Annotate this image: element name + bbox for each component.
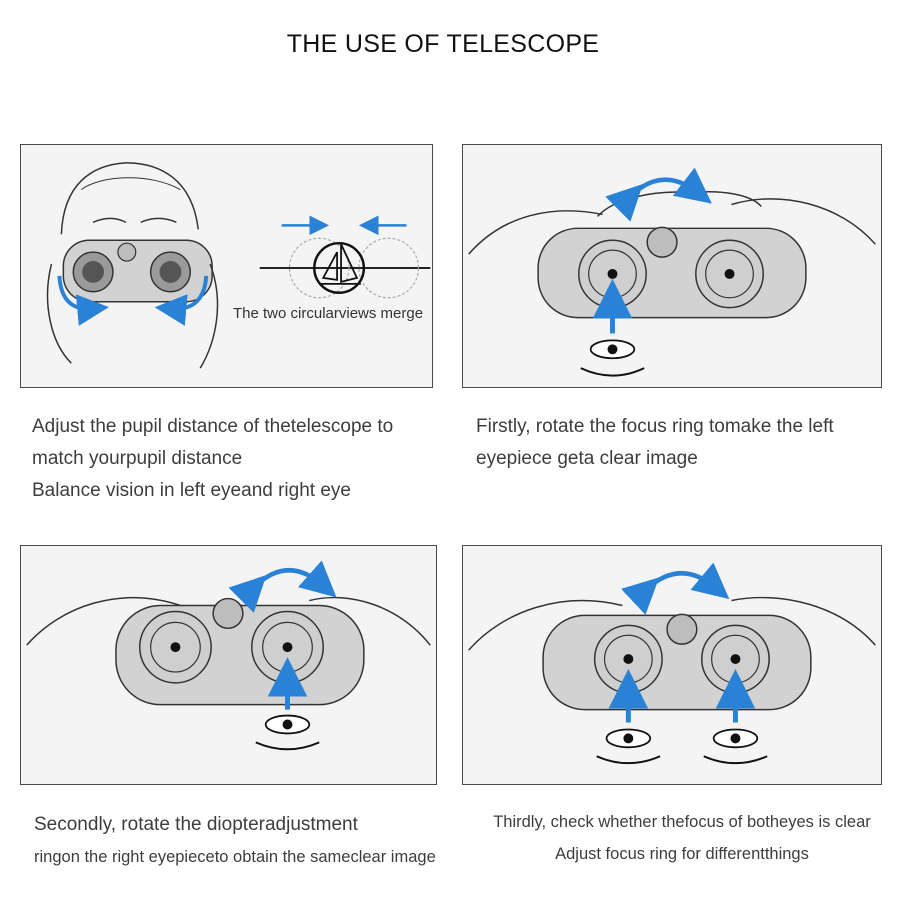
merge-label: The two circularviews merge — [233, 305, 424, 322]
caption-line: match yourpupil distance — [32, 448, 243, 469]
caption-diopter-right: Secondly, rotate the diopteradjustment r… — [34, 809, 436, 873]
caption-pupil-distance: Adjust the pupil distance of thetelescop… — [32, 411, 393, 507]
focus-ring — [212, 597, 244, 630]
focus-left-illustration — [468, 167, 876, 377]
caption-both-eyes: Thirdly, check whether thefocus of bothe… — [462, 806, 900, 870]
caption-line: Adjust focus ring for differentthings — [555, 845, 809, 863]
focus-ring — [646, 226, 678, 258]
caption-line: Secondly, rotate the diopteradjustment — [34, 814, 358, 835]
panel-diopter-right — [20, 545, 437, 785]
sailboat-icon — [321, 243, 361, 285]
merged-view-circle — [313, 241, 366, 295]
page-title: THE USE OF TELESCOPE — [286, 30, 600, 58]
diopter-rotate-arrow — [228, 560, 337, 613]
pupil-distance-illustration — [46, 162, 431, 369]
caption-line: Adjust the pupil distance of thetelescop… — [32, 416, 394, 437]
panel-both-eyes — [462, 545, 882, 785]
diopter-right-illustration — [26, 560, 431, 751]
person-head — [60, 162, 199, 235]
rotate-arrow — [620, 562, 730, 615]
both-eyes-illustration — [468, 562, 876, 765]
caption-line: Balance vision in left eyeand right eye — [32, 480, 351, 501]
caption-line: eyepiece geta clear image — [476, 448, 698, 469]
caption-focus-left: Firstly, rotate the focus ring tomake th… — [476, 411, 834, 475]
right-rotate-arrow — [154, 275, 209, 326]
panel-pupil-distance: The two circularviews merge — [20, 144, 433, 388]
focus-ring — [666, 613, 698, 645]
left-rotate-arrow — [57, 275, 109, 326]
rotate-arrow — [605, 167, 712, 222]
caption-line: Firstly, rotate the focus ring tomake th… — [476, 416, 834, 437]
panel-focus-left — [462, 144, 882, 388]
caption-line: Thirdly, check whether thefocus of bothe… — [493, 813, 871, 831]
caption-line: ringon the right eyepieceto obtain the s… — [34, 848, 436, 866]
